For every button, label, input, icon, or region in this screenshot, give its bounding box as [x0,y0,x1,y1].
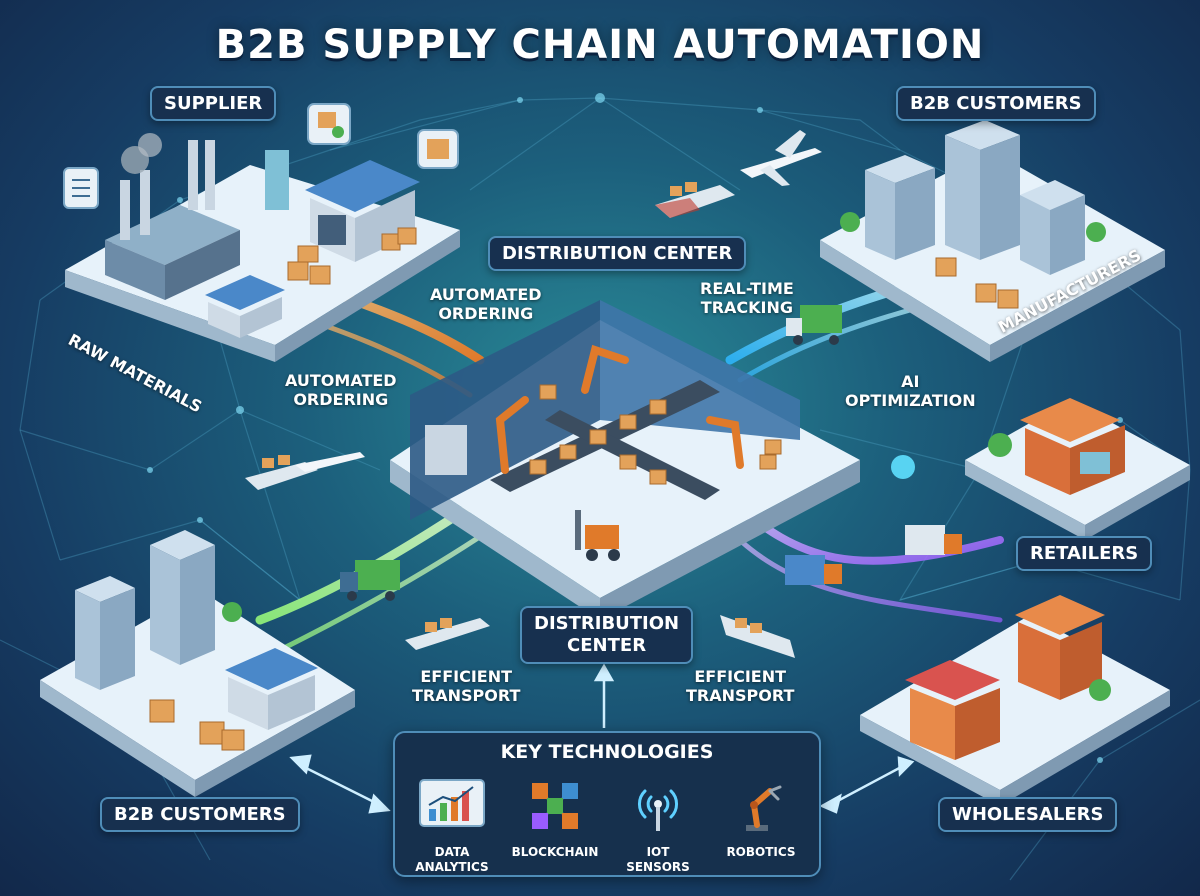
supplier-platform [63,103,460,362]
data-analytics-icon [419,779,485,827]
key-technologies-title: KEY TECHNOLOGIES [500,741,714,763]
delivery-truck-top-icon [786,305,842,345]
ship-bottom-right-icon [720,615,795,658]
delivery-truck-left-icon [340,560,400,601]
tag-b2b-customers-top: B2B CUSTOMERS [896,86,1096,121]
boxes-icon [287,227,417,285]
order-confirm-icon [307,103,351,145]
tech-item-iot-sensors: IOT SENSORS [608,777,708,875]
control-terminal-icon [425,425,467,475]
ship-left-icon [245,455,318,490]
tech-label: IOT SENSORS [626,845,690,874]
small-warehouse-icon [205,275,285,338]
label-real-time-tracking: REAL-TIME TRACKING [700,279,794,317]
tag-retailers: RETAILERS [1016,536,1153,571]
b2b-customers-bottom-platform [40,530,355,797]
iot-sensors-icon [638,789,678,831]
label-automated-ordering-2: AUTOMATED ORDERING [285,371,397,409]
dc-boxes-icon [529,384,782,485]
blockchain-icon [532,783,578,829]
robot-arm-icon [495,344,744,474]
factory-icon [105,133,289,300]
tech-label: DATA ANALYTICS [415,845,489,874]
b2b-customers-top-platform [820,120,1165,362]
tech-item-blockchain: BLOCKCHAIN [505,777,605,860]
distribution-center-platform [390,300,860,620]
office-building-icon [865,120,1085,275]
tech-item-robotics: ROBOTICS [711,777,811,860]
tag-supplier: SUPPLIER [150,86,277,121]
retailers-platform [965,398,1190,540]
tech-label: ROBOTICS [726,845,796,859]
bottom-boxes-icon [149,699,245,751]
delivery-truck-right-icon [785,525,962,585]
ship-bottom-left-icon [405,618,490,650]
warehouse-icon [305,160,420,262]
tech-item-data-analytics: DATA ANALYTICS [402,777,502,875]
retail-store-icon [1020,398,1125,495]
forklift-icon [575,510,620,561]
airplane-icon [740,130,822,186]
tech-label: BLOCKCHAIN [511,845,599,859]
cargo-ship-icon [655,182,735,218]
wholesale-store-icon [905,595,1105,760]
wholesalers-platform [860,595,1170,806]
city-buildings-icon [75,530,215,690]
label-ai-optimization: AI OPTIMIZATION [845,372,976,410]
bottom-warehouse-icon [225,648,318,730]
page-title: B2B SUPPLY CHAIN AUTOMATION [215,22,985,68]
checklist-icon [63,167,99,209]
tag-b2b-customers-bottom: B2B CUSTOMERS [100,797,300,832]
tag-distribution-center-bottom: DISTRIBUTION CENTER [520,606,694,664]
label-efficient-transport-right: EFFICIENT TRANSPORT [686,667,795,705]
customer-boxes-icon [935,257,1019,309]
tag-distribution-center-top: DISTRIBUTION CENTER [488,236,747,271]
key-technologies-panel: KEY TECHNOLOGIES DATA ANALYTICS BLOCKCHA… [393,731,821,877]
airplane-left-icon [295,452,365,472]
tag-wholesalers: WHOLESALERS [938,797,1118,832]
robotics-icon [746,785,782,831]
label-efficient-transport-left: EFFICIENT TRANSPORT [412,667,521,705]
package-bubble-icon [417,129,459,169]
label-automated-ordering-1: AUTOMATED ORDERING [430,285,542,323]
